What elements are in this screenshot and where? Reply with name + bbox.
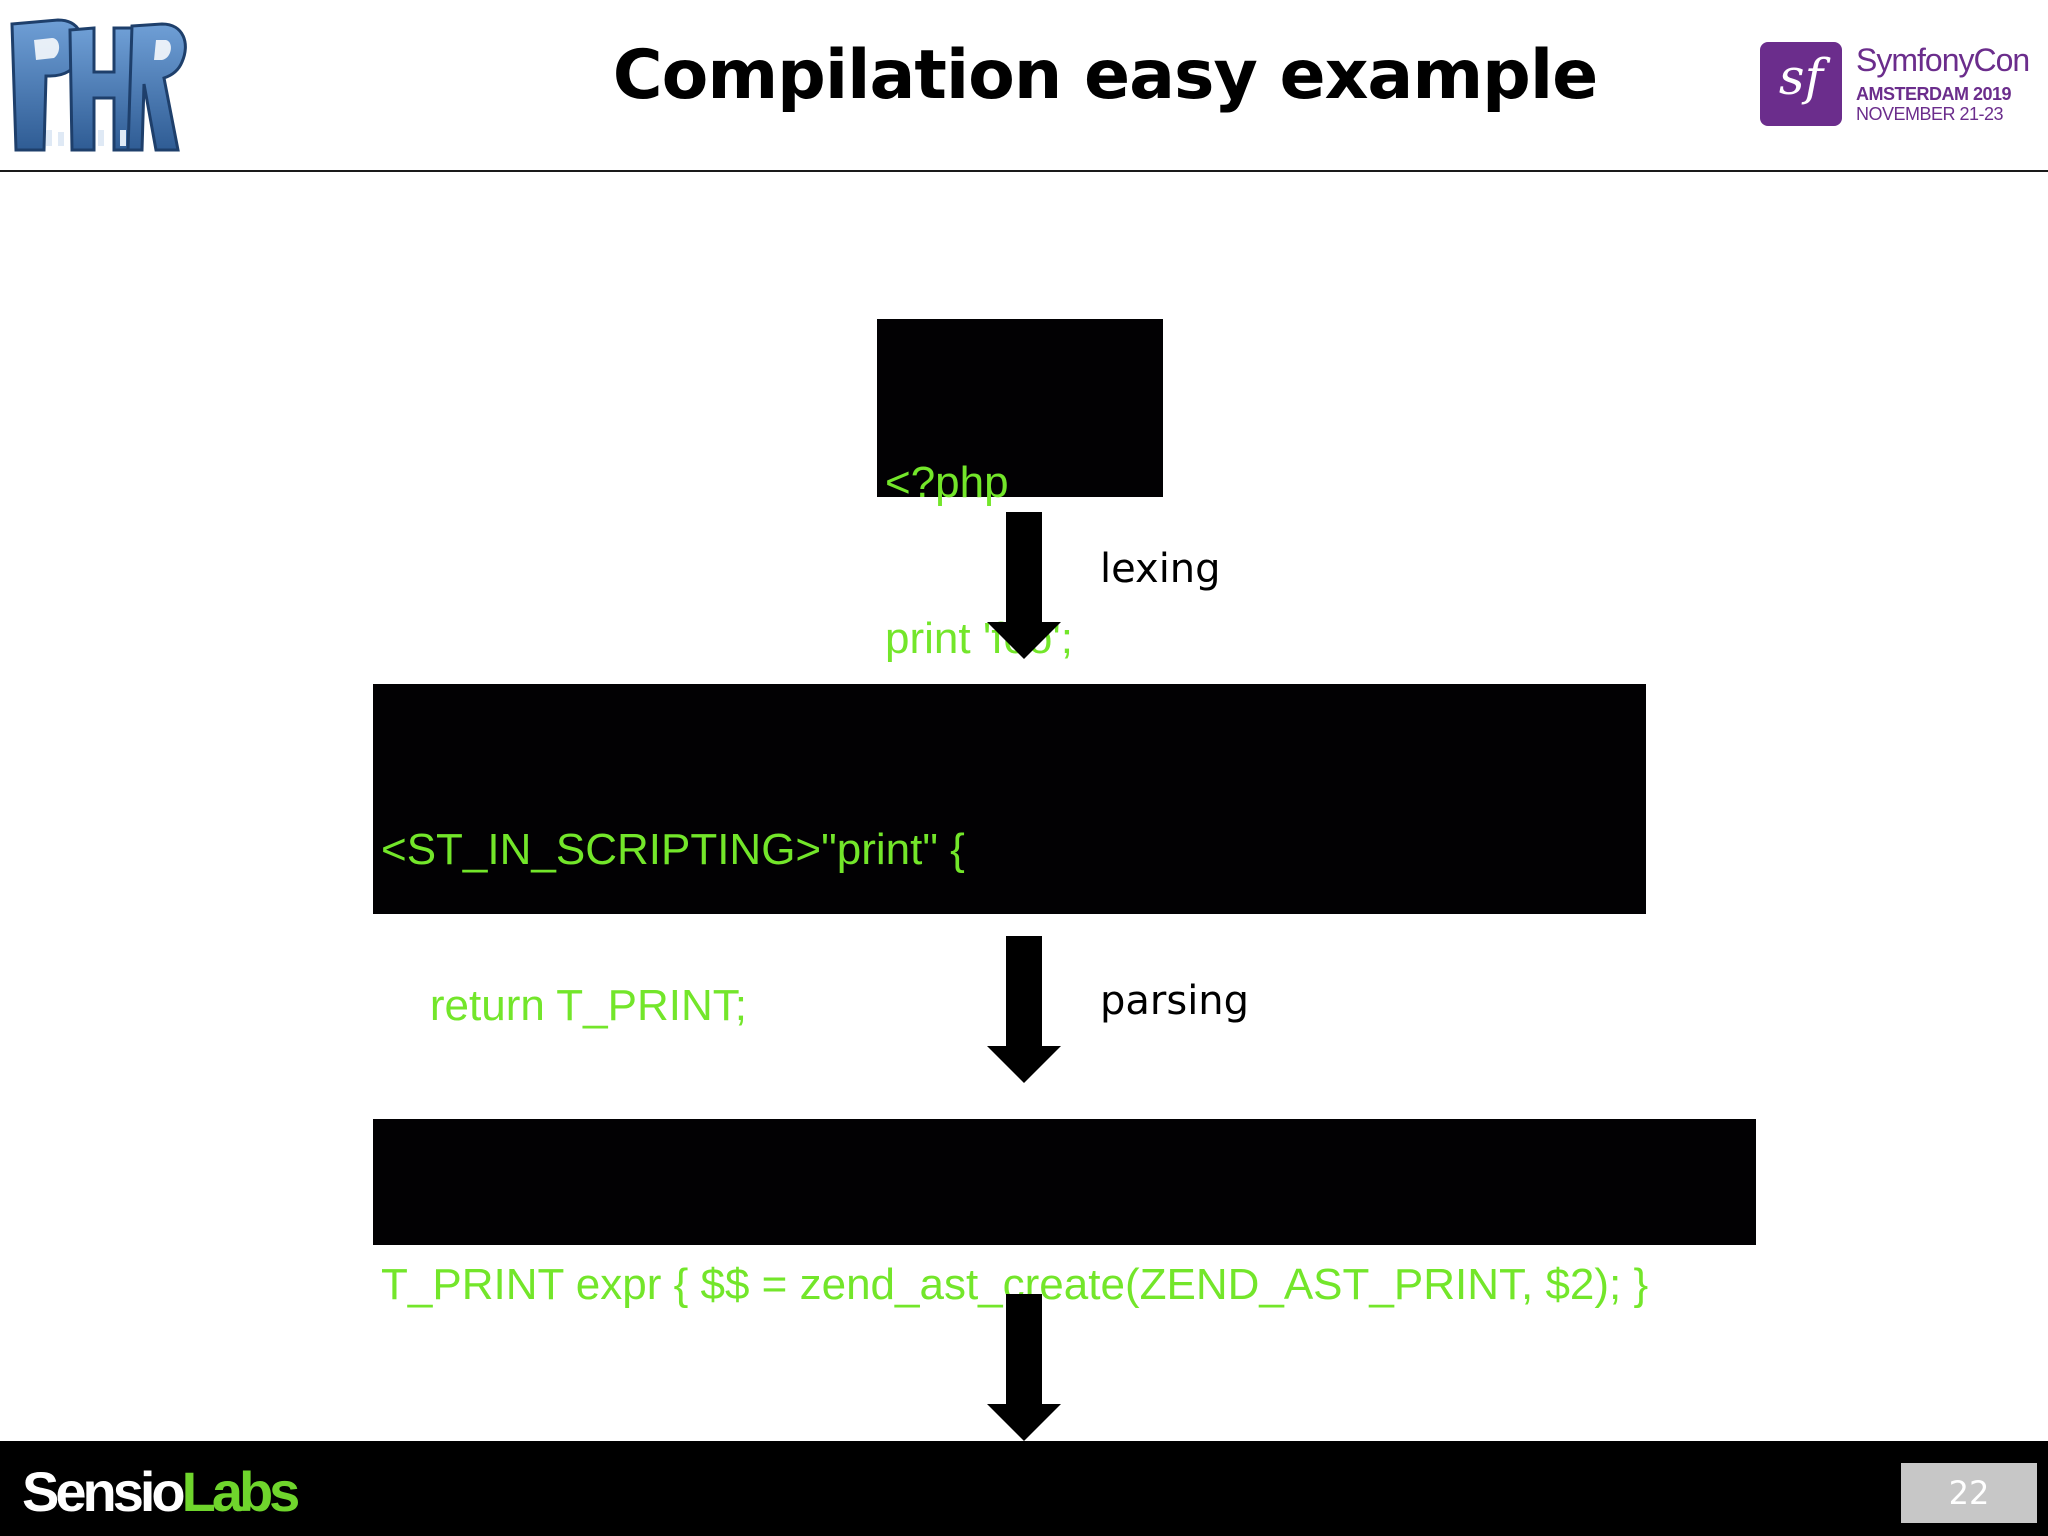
symfony-badge-text: sf bbox=[1778, 48, 1824, 106]
brand-part-1: Sensio bbox=[22, 1460, 186, 1523]
arrow-label-parsing: parsing bbox=[1100, 978, 1250, 1024]
arrow-head bbox=[987, 1404, 1061, 1441]
symfonycon-logo: sf SymfonyCon AMSTERDAM 2019 NOVEMBER 21… bbox=[1760, 42, 2042, 128]
slide-title: Compilation easy example bbox=[612, 36, 1599, 115]
code-line: return T_PRINT; bbox=[381, 981, 747, 1030]
down-arrow-icon bbox=[987, 936, 1061, 1083]
arrow-head bbox=[987, 1046, 1061, 1083]
arrow-shaft bbox=[1006, 936, 1042, 1046]
header-divider bbox=[0, 170, 2048, 172]
arrow-label-lexing: lexing bbox=[1100, 546, 1221, 592]
code-line: <ST_IN_SCRIPTING>"print" { bbox=[381, 825, 965, 874]
event-dates: NOVEMBER 21-23 bbox=[1856, 104, 2004, 124]
event-name: SymfonyCon bbox=[1856, 42, 2030, 78]
sensiolabs-logo: SensioLabs bbox=[22, 1459, 301, 1524]
slide-footer: SensioLabs 22 bbox=[0, 1441, 2048, 1536]
code-box-grammar-rule: T_PRINT expr { $$ = zend_ast_create(ZEND… bbox=[373, 1119, 1756, 1309]
page-number: 22 bbox=[1901, 1463, 2037, 1523]
arrow-shaft bbox=[1006, 512, 1042, 622]
arrow-shaft bbox=[1006, 1294, 1042, 1404]
code-line: T_PRINT expr { $$ = zend_ast_create(ZEND… bbox=[381, 1260, 1649, 1309]
down-arrow-icon bbox=[987, 512, 1061, 659]
arrow-head bbox=[987, 622, 1061, 659]
code-box-lexer-rule: <ST_IN_SCRIPTING>"print" { return T_PRIN… bbox=[373, 684, 1646, 1186]
symfony-badge-icon: sf bbox=[1760, 42, 1842, 126]
php-logo bbox=[10, 18, 187, 152]
down-arrow-icon bbox=[987, 1294, 1061, 1442]
code-line: <?php bbox=[885, 458, 1009, 507]
event-place: AMSTERDAM 2019 bbox=[1856, 84, 2012, 104]
brand-part-2: Labs bbox=[181, 1460, 301, 1523]
code-box-php-source: <?php print 'foo'; bbox=[877, 319, 1163, 663]
slide-header: Compilation easy example sf SymfonyCon A… bbox=[0, 0, 2048, 170]
